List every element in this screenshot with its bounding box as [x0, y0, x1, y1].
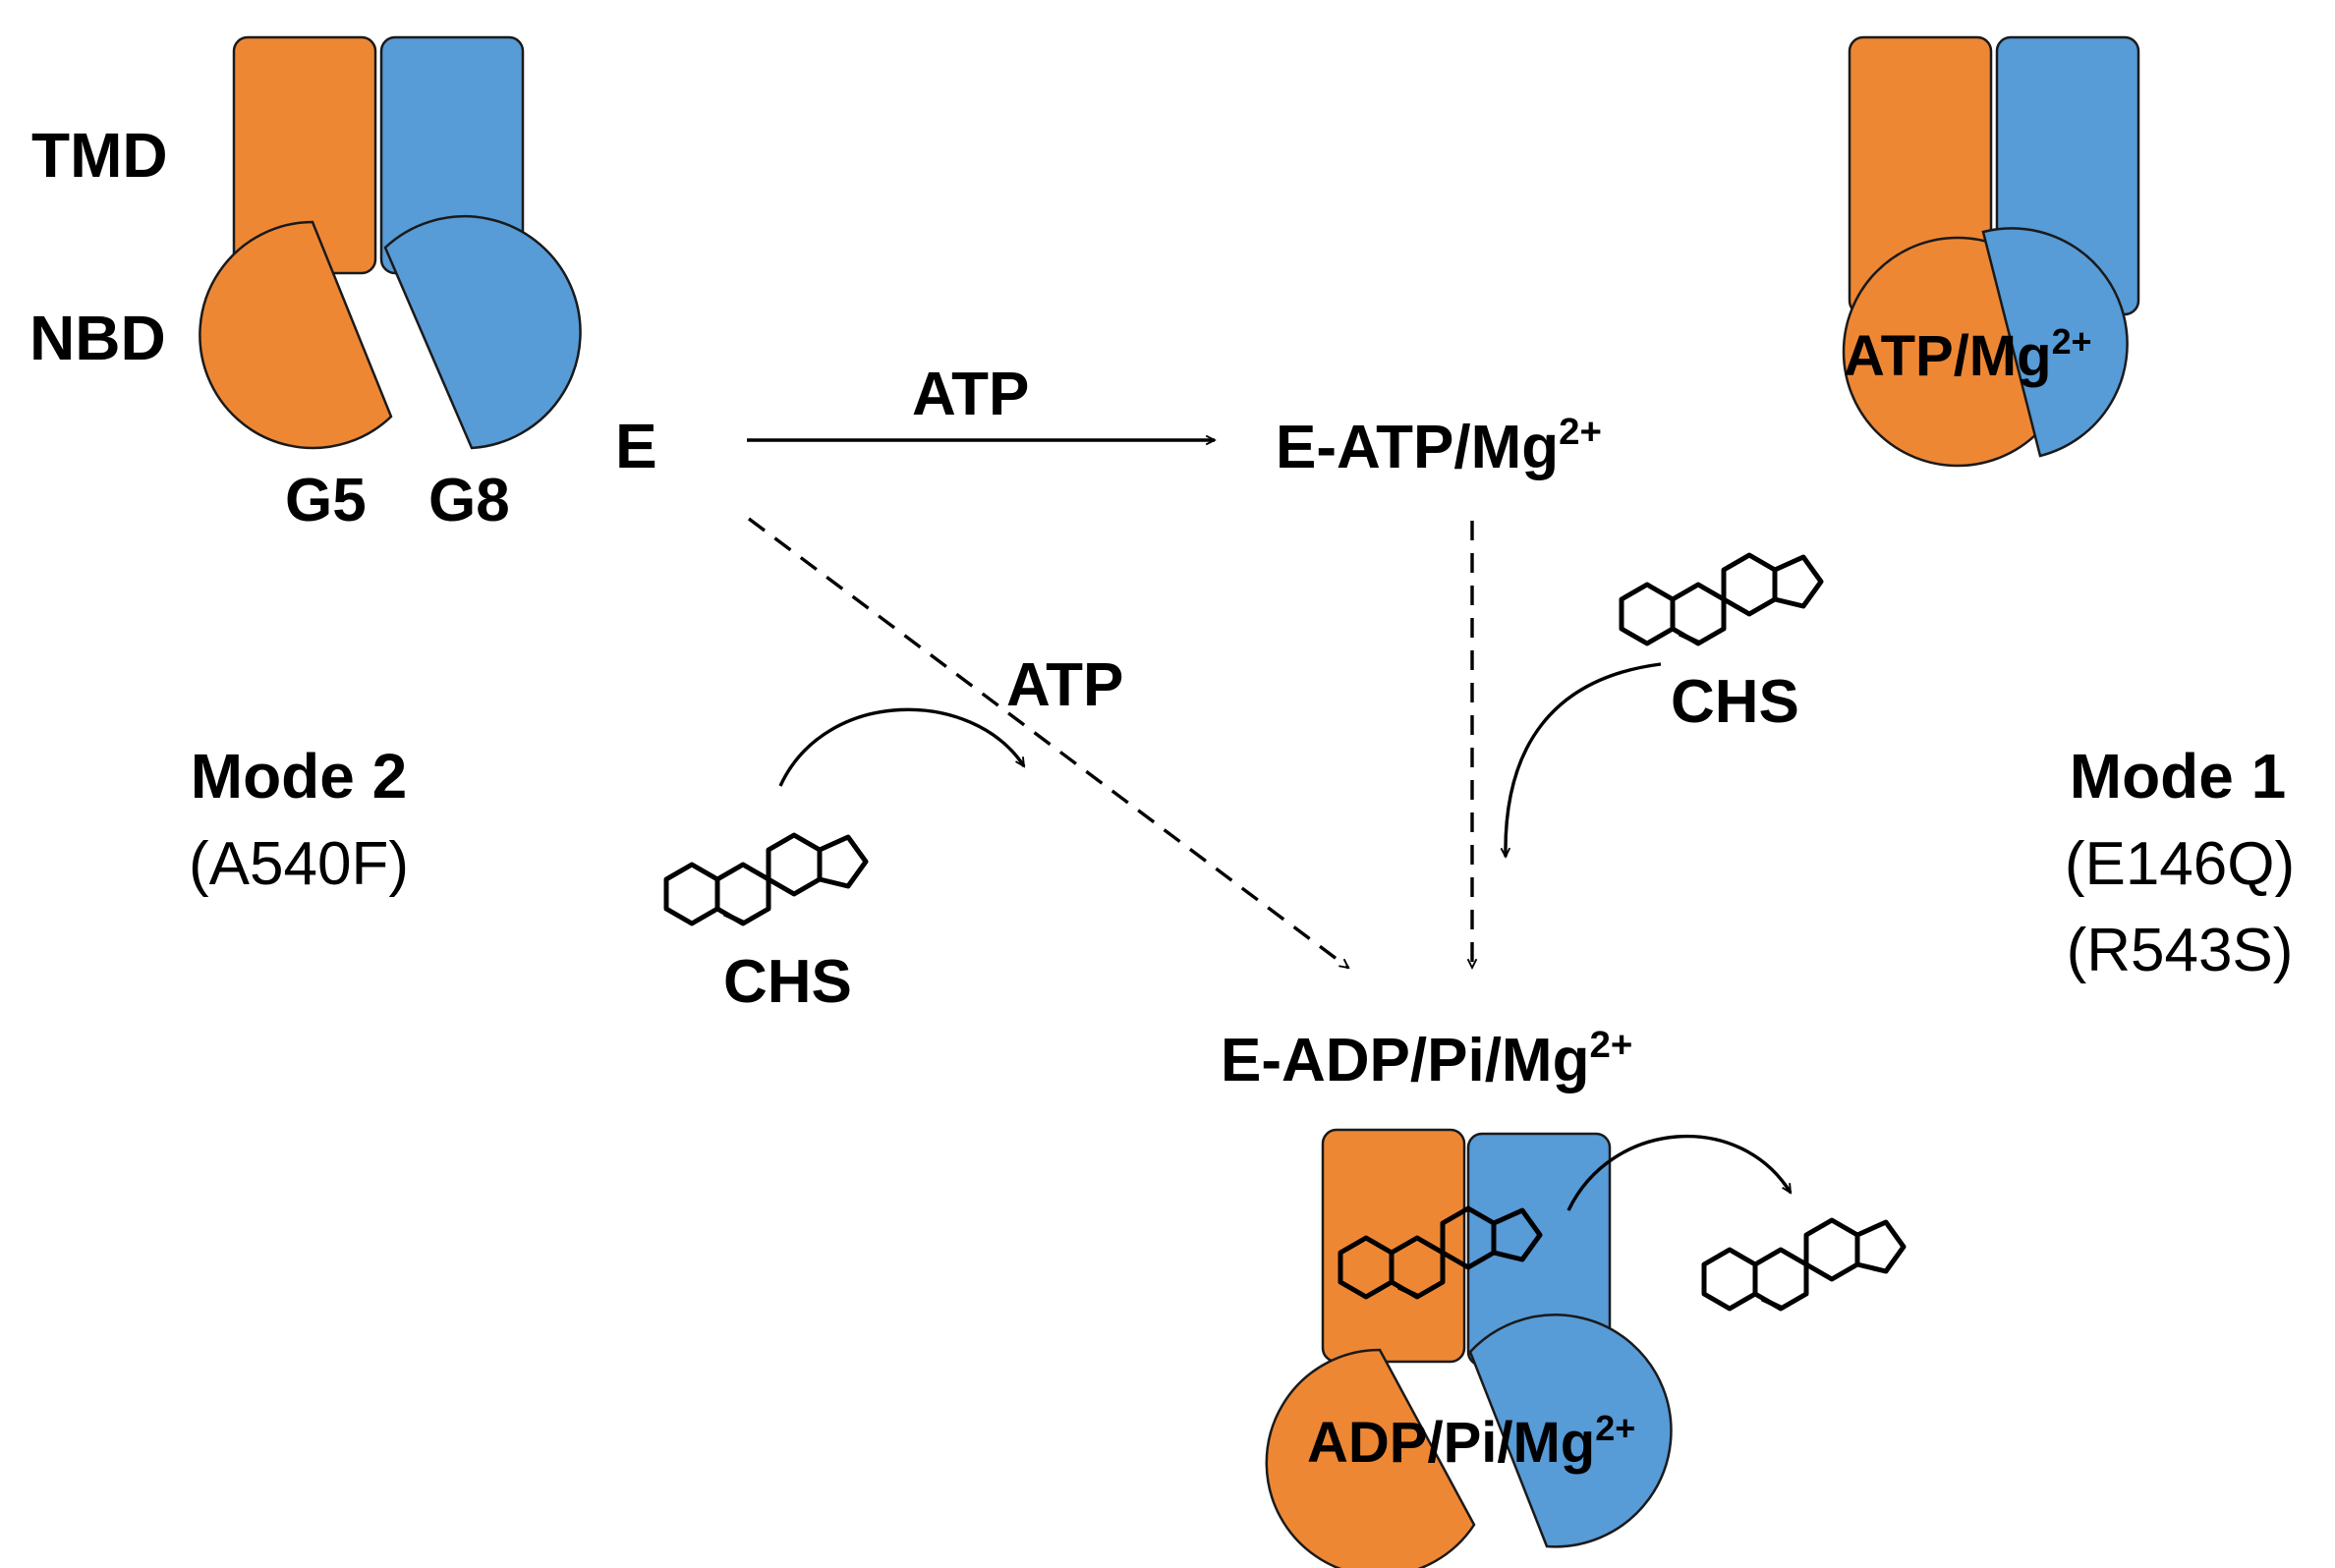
nbd-g5-adp — [1265, 1348, 1476, 1568]
nbd-g8-adp — [1468, 1314, 1673, 1548]
g8-label: G8 — [428, 467, 510, 534]
transporter-atp-bound — [1842, 35, 2140, 468]
mode2-mutation: (A540F) — [189, 830, 409, 898]
e-atp-state: E-ATP/Mg2+ — [1276, 411, 1602, 481]
nbd-g8-closed — [1981, 227, 2129, 458]
nbd-g8 — [383, 214, 582, 450]
g5-label: G5 — [285, 467, 367, 534]
chs-left-label: CHS — [723, 948, 852, 1016]
chs-molecule-left — [666, 835, 866, 924]
nbd-atp-label: ATP/Mg2+ — [1844, 321, 2092, 388]
chs-molecule-right — [1622, 555, 1821, 644]
nbd-label: NBD — [29, 303, 166, 373]
transporter-adp-bound — [1265, 1128, 1673, 1568]
nbd-adp-label: ADP/Pi/Mg2+ — [1307, 1408, 1635, 1475]
arrow-chs-release — [1566, 1134, 1793, 1211]
tmd-g5-adp — [1321, 1128, 1466, 1364]
arrow-chs-right — [1506, 662, 1662, 857]
chs-molecule-released — [1704, 1220, 1904, 1309]
mode1-title: Mode 1 — [2070, 741, 2286, 812]
arrow-e-to-eadp — [747, 517, 1348, 970]
atp-diag-label: ATP — [1006, 651, 1123, 719]
atp-top-label: ATP — [912, 361, 1029, 428]
mode2-title: Mode 2 — [191, 741, 407, 812]
arrow-chs-left — [778, 707, 1026, 787]
chs-right-label: CHS — [1671, 668, 1799, 736]
mode1-mutation-1: (E146Q) — [2065, 830, 2295, 898]
mode1-mutation-2: (R543S) — [2067, 917, 2294, 984]
tmd-label: TMD — [31, 120, 168, 191]
transporter-open — [199, 35, 582, 450]
enzyme-label: E — [615, 411, 657, 481]
e-adp-state: E-ADP/Pi/Mg2+ — [1221, 1024, 1632, 1094]
nbd-g5 — [199, 220, 393, 450]
